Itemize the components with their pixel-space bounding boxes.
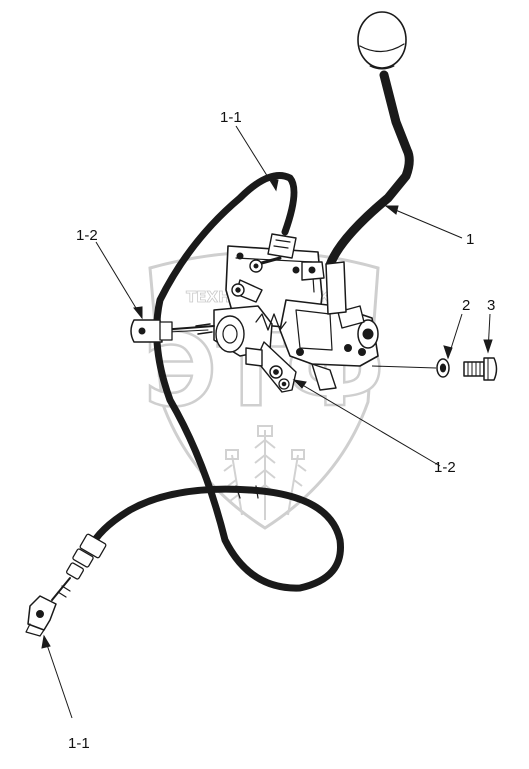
cable-adjuster <box>66 533 107 580</box>
leader-lines <box>43 125 491 719</box>
callout-cable-top: 1-1 <box>220 109 242 126</box>
callout-clevis-bottom: 1-1 <box>68 735 90 752</box>
callout-clevis-left: 1-2 <box>76 227 98 244</box>
assembly-axis-line <box>371 365 437 369</box>
cable-lower-run <box>25 485 254 637</box>
shift-mechanism <box>213 233 379 393</box>
bolt <box>463 357 498 381</box>
watermark-wheat-icon <box>223 425 307 520</box>
gear-lever <box>325 11 414 323</box>
cable-upper-loop <box>153 172 344 592</box>
callout-ball-joint: 1-2 <box>434 459 456 476</box>
clevis-bottom <box>25 595 57 637</box>
clevis-left <box>130 319 215 343</box>
lever-knob <box>357 11 407 69</box>
callout-lever: 1 <box>466 231 474 248</box>
leader-arrowheads <box>41 177 493 649</box>
callout-bolt: 3 <box>487 297 495 314</box>
washer <box>436 358 450 378</box>
callout-washer: 2 <box>462 297 470 314</box>
